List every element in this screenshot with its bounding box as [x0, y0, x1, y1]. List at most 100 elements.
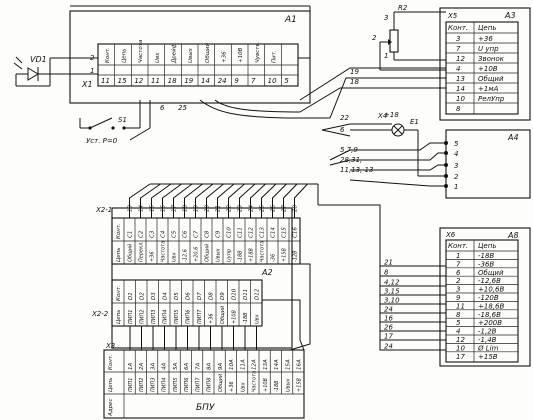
- x1-cell-label: Пит.: [272, 50, 278, 63]
- x2-2-contact: D11: [243, 289, 249, 300]
- x1-pin-number: 11: [151, 77, 160, 85]
- x3-contact: 14А: [274, 359, 280, 370]
- x6-circuit: -12,6В: [478, 277, 501, 285]
- x2-1-circuit: -12,6: [183, 249, 189, 262]
- x3-circuit: -18В: [274, 380, 280, 392]
- fan-wire-number: 22: [227, 205, 233, 212]
- x3-contact: 5А: [173, 363, 179, 370]
- label-x5: X5: [447, 12, 458, 20]
- x6-contact: 5: [456, 319, 461, 327]
- x6-contact: 6: [456, 269, 461, 277]
- wire-18: 18: [350, 78, 359, 86]
- wire-19: 19: [350, 68, 359, 76]
- x2-2-circuit: +36: [209, 313, 215, 324]
- label-r2: R2: [398, 4, 408, 12]
- x6-circuit: -36В: [478, 260, 494, 268]
- x6-head-kont: Конт.: [448, 242, 468, 250]
- x1-cell-label: Дрейф: [172, 43, 178, 64]
- x2-1-contact: C8: [205, 230, 211, 238]
- x5-circuit: +10В: [478, 65, 498, 73]
- x3-contact: 11А: [240, 359, 246, 370]
- x6-contact: 11: [456, 302, 465, 310]
- x2-1-contact: C9: [216, 230, 222, 238]
- x5-circuit: РелУпр: [478, 95, 505, 103]
- x1-pin-number: 14: [201, 77, 210, 85]
- x3-circuit: Uвх: [240, 382, 246, 392]
- x3-circuit: ПИП2: [139, 378, 145, 392]
- x2-1-contact: C15: [282, 227, 288, 238]
- label-x2-1: X2-1: [95, 206, 112, 214]
- x5-contact: 7: [456, 45, 461, 53]
- x3-head-cep: Цепь: [108, 378, 114, 393]
- x5-contact: 12: [456, 55, 465, 63]
- x3-circuit: ПИП6: [184, 378, 190, 392]
- fan-wire-number: 23: [238, 205, 244, 212]
- x2-2-contact: D10: [232, 288, 238, 300]
- x2-1-contact: C10: [227, 227, 233, 238]
- x2-1-contact: C1: [128, 231, 134, 238]
- fan-wire-number: 16: [161, 205, 167, 212]
- wire-number: 21: [384, 259, 393, 267]
- x2-1-circuit: Uвх: [172, 252, 178, 262]
- x1-cell-label: Uвх: [155, 52, 161, 63]
- x2-1-contact: C12: [249, 227, 255, 238]
- x3-circuit: Общий: [218, 373, 224, 392]
- block-a8: [439, 227, 531, 367]
- x5-circuit: +1мА: [478, 85, 499, 93]
- x6-contact: 12: [456, 336, 465, 344]
- wire-number: 4,12: [384, 279, 400, 287]
- wire-number: 8: [384, 269, 389, 277]
- x2-1-circuit: Частота: [161, 241, 167, 262]
- x5-contact: 13: [456, 75, 465, 83]
- x2-2-circuit: Общий: [220, 305, 226, 324]
- x3-contact: 6А: [184, 363, 190, 370]
- x2-2-circuit: Uвх: [255, 314, 261, 324]
- x5-circuit: U упр: [478, 45, 499, 53]
- x2-1-circuit: Uвых: [216, 248, 222, 262]
- x2-1-contact: C2: [139, 230, 145, 238]
- x6-circuit: +18,6В: [478, 302, 504, 310]
- x2-2-head-kont: Конт.: [116, 285, 122, 301]
- label-x3: X3: [105, 342, 115, 350]
- x5-circuit: +36: [478, 35, 493, 43]
- x2-2-contact: D6: [186, 292, 192, 300]
- wire-number: 16: [384, 315, 393, 323]
- wire-6: 6: [160, 104, 165, 112]
- x2-2-contact: D8: [209, 292, 215, 300]
- x1-pin-number: 24: [218, 77, 227, 85]
- x2-2-contact: D1: [128, 292, 134, 300]
- wire-2831: 28,31,: [340, 156, 362, 164]
- pot-pin-1: 1: [384, 52, 388, 60]
- x3-circuit: +36: [229, 381, 235, 392]
- x3-contact: 12А: [252, 359, 258, 370]
- x2-2-circuit: +10В: [232, 309, 238, 324]
- wire-25: 25: [178, 104, 187, 112]
- x6-circuit: Ø Lim: [477, 344, 499, 352]
- x5-head-cep: Цепь: [478, 24, 496, 32]
- x6-contact: 10: [456, 344, 465, 352]
- x1-cell-label: Цепь: [122, 49, 128, 64]
- x2-2-circuit: ПИП3: [151, 310, 157, 324]
- x3-head-adres: Адрес: [108, 399, 114, 417]
- label-x4: X4: [377, 112, 387, 120]
- fan-wire-number: 19: [194, 205, 200, 212]
- x3-circuit: ПИП3: [150, 378, 156, 392]
- wire-number: 26: [384, 324, 393, 332]
- x3-circuit: Частота: [252, 371, 258, 392]
- fan-wire-number: 14: [139, 205, 145, 212]
- x6-circuit: -18,6В: [478, 311, 501, 319]
- x3-contact: 9А: [218, 363, 224, 370]
- x2-2-contact: D9: [220, 292, 226, 300]
- label-x1: X1: [81, 80, 93, 89]
- x3-circuit: Uвых: [285, 378, 291, 392]
- x6-circuit: -120В: [478, 294, 499, 302]
- x3-contact: 1А: [128, 363, 134, 370]
- x3-contact: 2А: [139, 363, 145, 370]
- x6-circuit: +200В: [478, 319, 502, 327]
- x1-pin-number: 19: [184, 77, 193, 85]
- x3-contact: 7А: [195, 363, 201, 370]
- x6-circuit: -18В: [478, 252, 494, 260]
- x2-1-contact: C5: [172, 230, 178, 238]
- fan-wire-number: 15: [150, 205, 156, 212]
